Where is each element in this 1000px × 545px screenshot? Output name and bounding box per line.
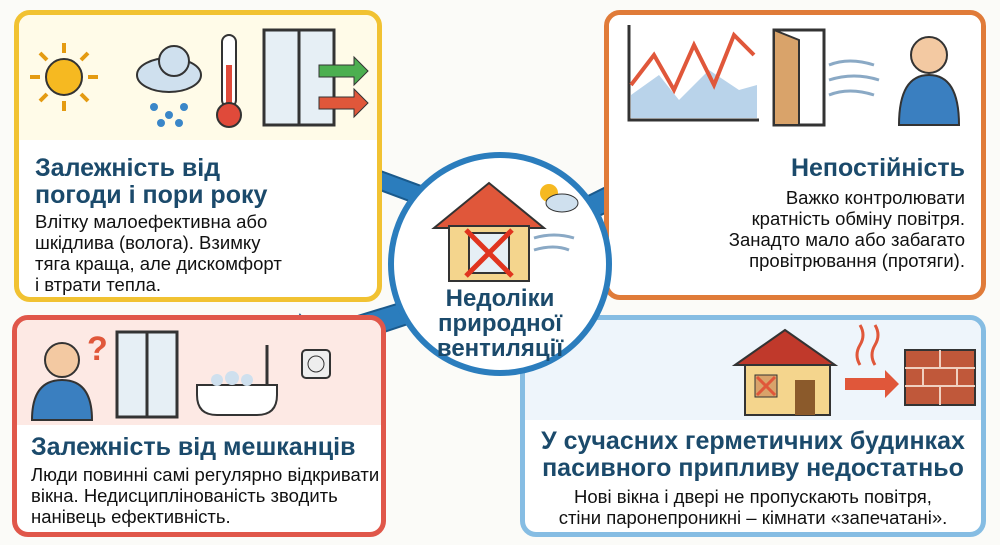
card-title: Залежність від мешканців (31, 433, 356, 461)
card-description: Нові вікна і двері не пропускають повітр… (558, 486, 948, 528)
window-icon (115, 330, 179, 419)
vent-icon (301, 349, 331, 379)
bathtub-icon (196, 345, 278, 416)
window-airflow-icon (262, 28, 369, 127)
house-no-ventilation-icon (431, 181, 579, 282)
thermometer-icon (216, 34, 242, 128)
sun-icon (30, 43, 98, 111)
card-icons: ? (17, 320, 381, 425)
fluctuating-chart-icon (627, 25, 759, 122)
svg-text:?: ? (87, 330, 108, 368)
card-occupant-dependence: ? Залежність від мешканців Люди повинні … (12, 315, 386, 537)
card-icons (609, 15, 981, 140)
cold-person-icon (897, 36, 961, 126)
card-title: Непостійність (790, 154, 965, 182)
rain-cloud-icon (136, 45, 202, 127)
confused-person-icon: ? (30, 330, 108, 421)
heat-arrow-icon (845, 324, 899, 398)
brick-wall-icon (904, 349, 976, 406)
sealed-house-icon (731, 328, 839, 416)
card-icons (525, 320, 981, 420)
card-icons (19, 15, 377, 140)
open-door-draft-icon (772, 28, 880, 127)
